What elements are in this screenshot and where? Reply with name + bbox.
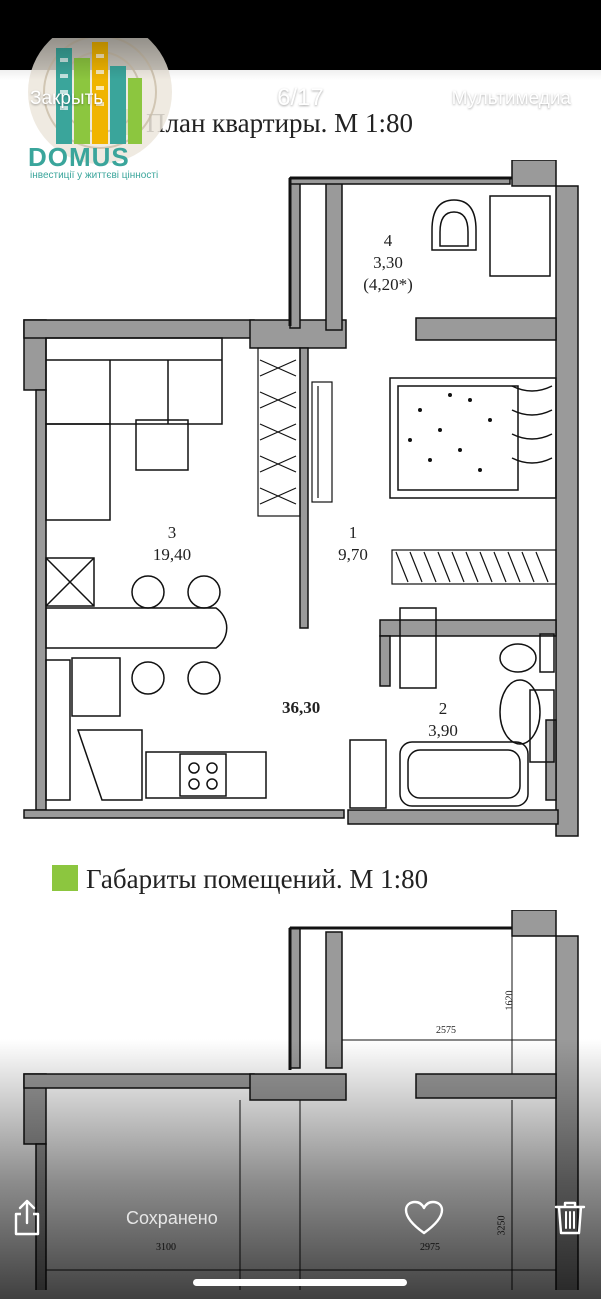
saved-status: Сохранено [126,1208,218,1228]
dimension-2975: 2975 [420,1242,440,1253]
room-4-area: 3,30 [373,253,403,272]
room-4-label: 4 3,30 (4,20*) [346,230,430,296]
room-1-number: 1 [348,523,358,542]
room-3-label: 3 19,40 [134,522,210,566]
plan-title-text: План квартиры. М 1:80 [146,108,413,138]
room-3-area: 19,40 [152,545,192,564]
room-2-number: 2 [438,699,448,718]
share-icon[interactable] [12,1198,42,1238]
dimension-2575: 2575 [436,1025,456,1036]
room-2-label: 2 3,90 [410,698,476,742]
room-4-number: 4 [383,231,393,250]
room-1-label: 1 9,70 [318,522,388,566]
photo-viewer-image: План квартиры. М 1:80 [0,70,601,1299]
room-1-area: 9,70 [338,545,368,564]
room-3-number: 3 [167,523,177,542]
total-area: 36,30 [282,698,321,717]
home-indicator[interactable] [193,1279,407,1286]
logo-tagline: інвестиції у життєві цінності [30,170,159,181]
room-2-area: 3,90 [428,721,458,740]
close-button[interactable]: Закрыть [30,88,104,109]
room-4-extra-area: (4,20*) [363,275,413,294]
dimension-3250: 3250 [496,1215,508,1236]
floor-plan [23,160,579,837]
logo-name: DOMUS [28,142,130,172]
heart-icon[interactable] [404,1200,444,1236]
dimension-1620: 1620 [504,990,516,1011]
dimensions-plan [23,910,579,1290]
dimension-3100: 3100 [156,1242,176,1253]
multimedia-button[interactable]: Мультимедиа [451,88,571,109]
photo-counter: 6/17 [277,84,324,111]
accent-square [52,865,78,891]
trash-icon[interactable] [554,1200,586,1236]
dimensions-title: Габариты помещений. М 1:80 [52,864,428,895]
dimensions-title-text: Габариты помещений. М 1:80 [86,864,429,894]
